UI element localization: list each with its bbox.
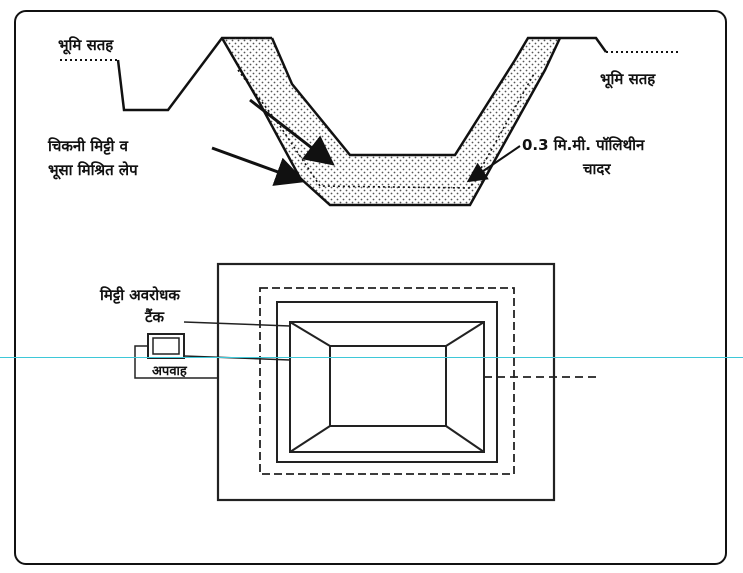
silt-tank-inner: [152, 337, 180, 355]
diagram-frame: [14, 10, 727, 565]
plan-view: [134, 262, 598, 502]
sheet-label-line2: चादर: [583, 160, 611, 178]
clay-label-line1: चिकनी मिट्टी व: [48, 137, 128, 155]
outlet-label: अपवाह: [152, 364, 187, 379]
outer-boundary: [216, 262, 556, 502]
sheet-label-line1: 0.3 मि.मी. पॉलिथीन: [522, 136, 645, 154]
pond-top-edge: [276, 301, 498, 463]
pond-inner-profile: [270, 36, 608, 157]
clay-lining-fill: [222, 38, 560, 205]
clay-arrow-1: [211, 146, 306, 186]
dashed-boundary: [259, 287, 515, 475]
cross-section: [60, 36, 680, 207]
tank-label-line1: मिट्टी अवरोधक: [100, 286, 180, 304]
ground-label-right: भूमि सतह: [600, 70, 656, 88]
tank-label-line2: टैंक: [145, 308, 165, 326]
corner-line-tl: [289, 321, 331, 347]
outlet-pipe: [134, 345, 218, 379]
polythene-sheet-line: [237, 69, 536, 189]
clay-arrow-2: [249, 98, 335, 166]
pond-slope-edge: [289, 321, 485, 453]
ground-label-left: भूमि सतह: [58, 36, 114, 54]
pond-outer-profile: [220, 37, 562, 207]
pond-bottom: [329, 345, 447, 427]
sheet-arrow: [466, 145, 521, 183]
clay-label-line2: भूसा मिश्रित लेप: [48, 161, 138, 179]
guide-line: [0, 357, 743, 358]
corner-line-br: [445, 425, 485, 453]
corner-line-tr: [445, 321, 485, 347]
tank-to-pond-pipe: [183, 355, 291, 361]
inlet-pipe: [183, 321, 291, 327]
corner-line-bl: [289, 425, 331, 453]
